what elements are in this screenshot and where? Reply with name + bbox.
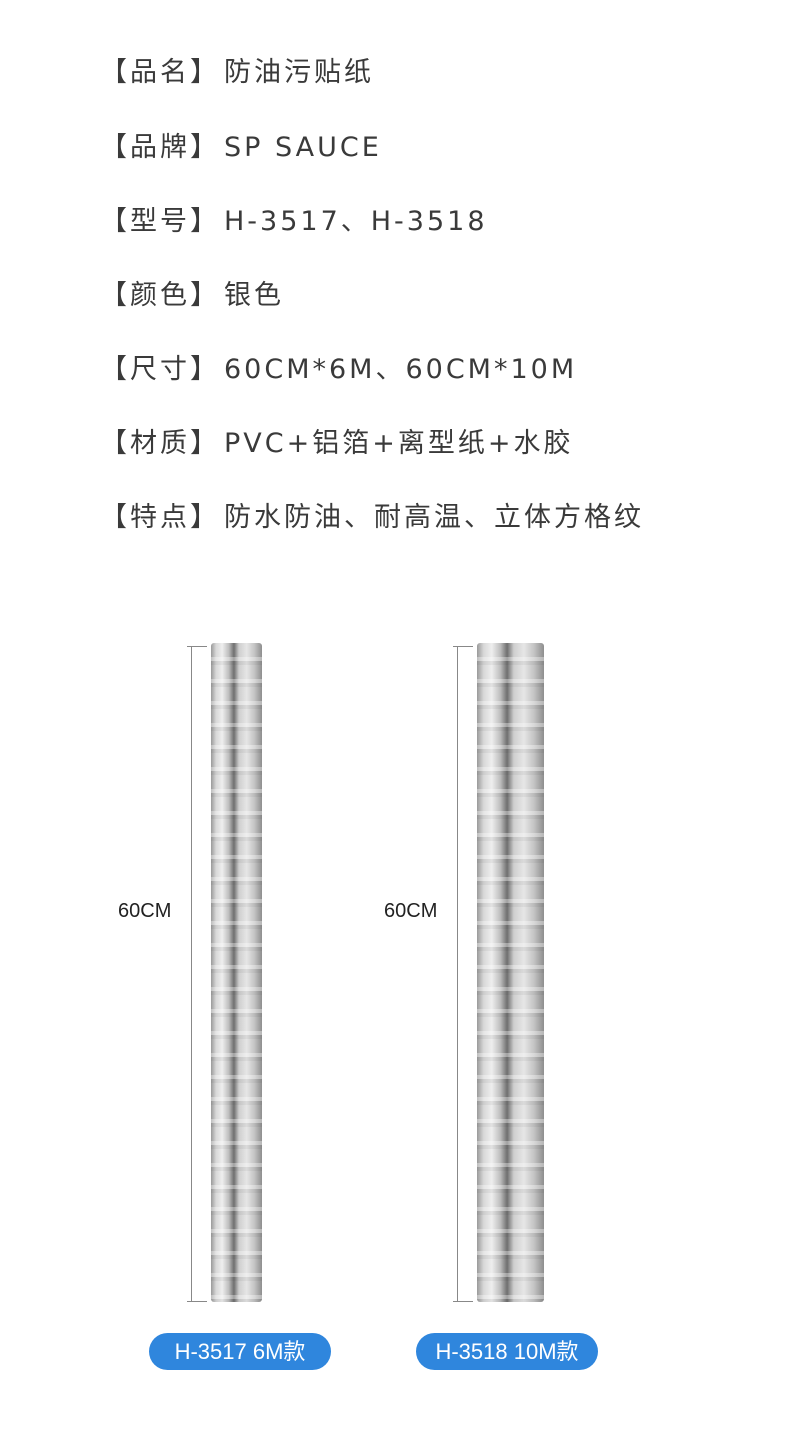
model-badge: H-3517 6M款	[149, 1333, 331, 1370]
dimension-tick-bottom	[187, 1301, 207, 1302]
spec-key: 【材质】	[100, 428, 220, 459]
model-badge: H-3518 10M款	[416, 1333, 598, 1370]
spec-row-material: 【材质】PVC+铝箔+离型纸+水胶	[100, 424, 573, 464]
spec-key: 【品名】	[100, 57, 220, 88]
spec-row-color: 【颜色】银色	[100, 276, 284, 316]
spec-row-name: 【品名】防油污贴纸	[100, 53, 374, 93]
dimension-line	[191, 646, 192, 1302]
dimension-tick-bottom	[453, 1301, 473, 1302]
dimension-label: 60CM	[118, 900, 172, 922]
spec-value: H-3517、H-3518	[224, 206, 488, 237]
spec-row-features: 【特点】防水防油、耐高温、立体方格纹	[100, 498, 644, 538]
spec-key: 【尺寸】	[100, 354, 220, 385]
spec-row-model: 【型号】H-3517、H-3518	[100, 202, 488, 242]
spec-row-brand: 【品牌】SP SAUCE	[100, 128, 382, 168]
foil-roll-image	[477, 643, 544, 1302]
foil-roll-image	[211, 643, 262, 1302]
spec-value: 银色	[224, 280, 284, 311]
spec-value: 60CM*6M、60CM*10M	[224, 354, 578, 385]
dimension-tick-top	[453, 646, 473, 647]
spec-row-size: 【尺寸】60CM*6M、60CM*10M	[100, 350, 577, 390]
dimension-label: 60CM	[384, 900, 438, 922]
spec-key: 【型号】	[100, 206, 220, 237]
spec-key: 【颜色】	[100, 280, 220, 311]
spec-value: PVC+铝箔+离型纸+水胶	[224, 428, 574, 459]
dimension-tick-top	[187, 646, 207, 647]
spec-key: 【特点】	[100, 502, 220, 533]
spec-value: 防油污贴纸	[224, 57, 374, 88]
spec-value: 防水防油、耐高温、立体方格纹	[224, 502, 644, 533]
spec-value: SP SAUCE	[224, 132, 382, 163]
spec-key: 【品牌】	[100, 132, 220, 163]
dimension-line	[457, 646, 458, 1302]
